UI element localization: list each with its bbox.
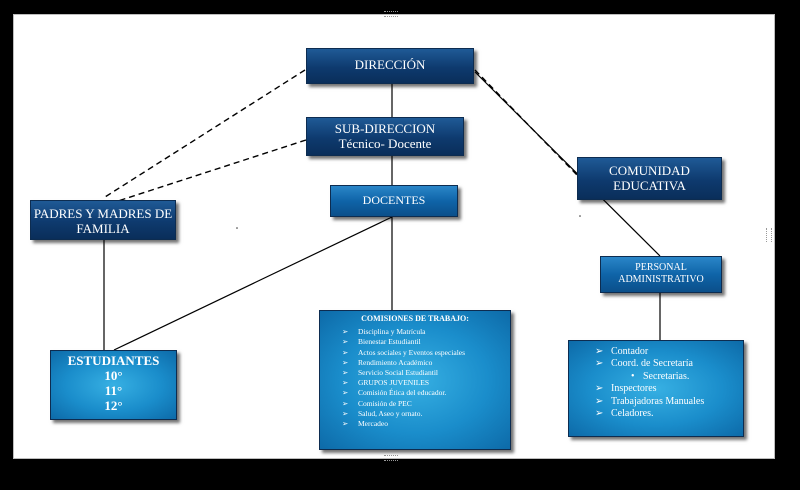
chevron-bullet-icon: ➢ [595,408,604,420]
connector-docentes-estudiantes [113,216,393,351]
stray-dot [236,227,238,229]
list-item-label: Inspectores [611,383,657,395]
node-personal-administrativo[interactable]: PERSONAL ADMINISTRATIVO [600,256,722,293]
node-admin-staff[interactable]: ➢ Contador ➢ Coord. de Secretaría • Secreta… [568,340,744,437]
chevron-bullet-icon: ➢ [342,368,349,378]
grade-label: 11° [104,383,123,398]
node-direccion-label: DIRECCIÓN [354,57,426,72]
node-personal-line2: ADMINISTRATIVO [618,274,704,285]
list-item: ➢ Servicio Social Estudiantil [342,368,504,378]
list-item: ➢ Coord. de Secretaría [595,358,737,370]
connector-direccion-personal [474,71,661,257]
list-item-label: Trabajadoras Manuales [611,395,705,407]
dashed-connector-direccion-padres [104,69,306,198]
node-comunidad-line1: COMUNIDAD [609,163,690,178]
node-estudiantes[interactable]: ESTUDIANTES 10° 11° 12° [50,350,177,420]
chevron-bullet-icon: ➢ [595,395,604,407]
list-item: ➢ Inspectores [595,383,737,395]
node-personal-line1: PERSONAL [635,262,687,273]
list-item-label: Rendimiento Académico [358,357,433,367]
comisiones-list: ➢ Disciplina y Matrícula ➢ Bienestar Estud… [342,327,504,429]
list-item-label: Secretarias. [643,370,690,382]
list-item-label: Coord. de Secretaría [611,358,693,370]
list-item-label: Servicio Social Estudiantil [358,368,438,378]
node-padres-line1: PADRES Y MADRES DE [33,206,173,221]
chevron-bullet-icon: ➢ [595,358,604,370]
list-item: ➢ Contador [595,346,737,358]
list-item: ➢ Comisión de PEC [342,399,504,409]
list-item: ➢ Disciplina y Matrícula [342,327,504,337]
resize-handle-bottom[interactable] [384,455,398,461]
node-padres-madres[interactable]: PADRES Y MADRES DE FAMILIA [30,200,176,240]
list-item-label: Salud, Aseo y ornato. [358,408,423,418]
list-item: ➢ Trabajadoras Manuales [595,396,737,408]
chevron-bullet-icon: ➢ [342,357,349,367]
grade-label: 12° [104,398,123,413]
node-comisiones-title: COMISIONES DE TRABAJO: [361,314,469,323]
chevron-bullet-icon: ➢ [342,419,349,429]
list-item: • Secretarias. [595,371,737,383]
list-item-label: Celadores. [611,408,654,420]
admin-staff-list: ➢ Contador ➢ Coord. de Secretaría • Secreta… [595,346,737,420]
list-item-label: Actos sociales y Eventos especiales [358,347,466,357]
dot-bullet-icon: • [631,370,635,382]
chevron-bullet-icon: ➢ [342,327,349,337]
resize-handle-top[interactable] [384,11,398,17]
list-item-label: Bienestar Estudiantil [358,337,421,347]
node-docentes[interactable]: DOCENTES [330,185,458,217]
node-estudiantes-title: ESTUDIANTES [67,353,160,368]
chevron-bullet-icon: ➢ [342,398,349,408]
node-subdireccion-label: SUB-DIRECCION [334,121,436,136]
stray-dot [579,215,581,217]
dashed-connector-subdireccion-padres [117,139,307,202]
node-docentes-label: DOCENTES [362,193,426,207]
list-item: ➢ Actos sociales y Eventos especiales [342,348,504,358]
list-item-label: Comisión de PEC [358,398,412,408]
list-item: ➢ Bienestar Estudiantil [342,337,504,347]
list-item: ➢ Rendimiento Académico [342,358,504,368]
list-item-label: GRUPOS JUVENILES [358,378,430,388]
chevron-bullet-icon: ➢ [595,346,604,357]
list-item: ➢ GRUPOS JUVENILES [342,378,504,388]
list-item-label: Mercadeo [358,419,388,429]
node-direccion[interactable]: DIRECCIÓN [306,48,474,84]
chevron-bullet-icon: ➢ [342,408,349,418]
list-item-label: Comisión Ética del educador. [358,388,447,398]
list-item-label: Contador [611,346,649,357]
chevron-bullet-icon: ➢ [342,378,349,388]
grade-label: 10° [104,368,123,383]
list-item: ➢ Comisión Ética del educador. [342,388,504,398]
chevron-bullet-icon: ➢ [342,388,349,398]
list-item-label: Disciplina y Matrícula [358,327,426,337]
node-comunidad-line2: EDUCATIVA [613,178,686,193]
chevron-bullet-icon: ➢ [595,383,604,395]
node-comisiones-trabajo[interactable]: COMISIONES DE TRABAJO: ➢ Disciplina y Mat… [319,310,511,450]
list-item: ➢ Mercadeo [342,419,504,429]
node-comunidad-educativa[interactable]: COMUNIDAD EDUCATIVA [577,157,722,200]
list-item: ➢ Salud, Aseo y ornato. [342,409,504,419]
node-subdireccion-sublabel: Técnico- Docente [338,136,432,151]
resize-handle-right[interactable] [766,228,772,242]
list-item: ➢ Celadores. [595,408,737,420]
node-subdireccion[interactable]: SUB-DIRECCION Técnico- Docente [306,117,464,156]
node-padres-line2: FAMILIA [76,221,130,236]
chevron-bullet-icon: ➢ [342,347,349,357]
chevron-bullet-icon: ➢ [342,337,349,347]
